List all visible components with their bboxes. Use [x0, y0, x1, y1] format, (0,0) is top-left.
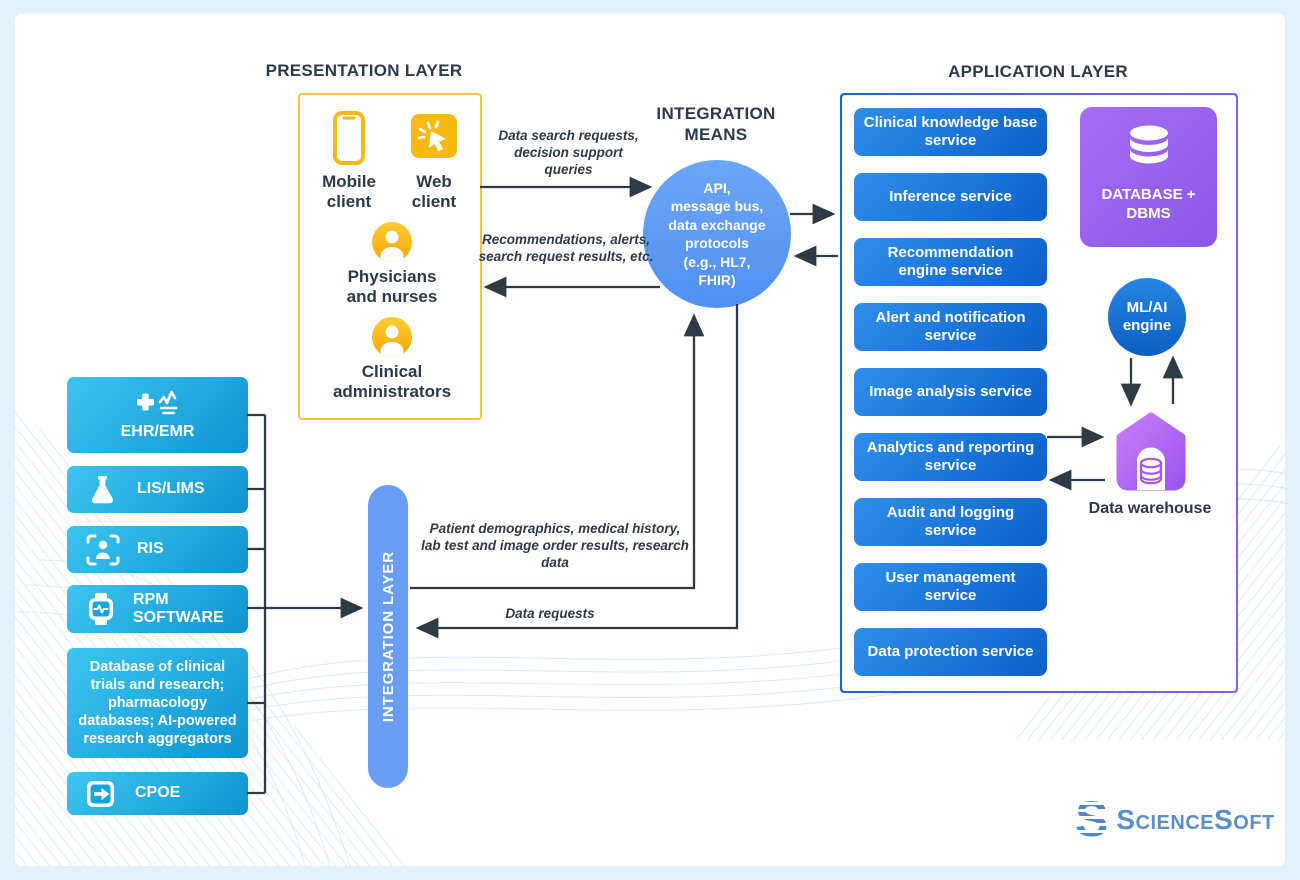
application-layer-title: APPLICATION LAYER [948, 62, 1128, 81]
source-cpoe-label: CPOE [135, 784, 181, 802]
integration-means-title: INTEGRATION MEANS [656, 104, 776, 145]
source-ris-label: RIS [137, 540, 164, 558]
source-rpm-software: RPM SOFTWARE [67, 585, 248, 633]
sciencesoft-logo-text: ScienceSoft [1116, 803, 1275, 835]
sciencesoft-logo-icon: S [1075, 791, 1109, 847]
database-icon [1129, 125, 1168, 164]
body-scan-icon [86, 534, 120, 565]
data-warehouse-label: Data warehouse [1088, 500, 1212, 517]
ml-ai-engine-node: ML/AI engine [1108, 278, 1186, 356]
integration-layer-label: INTEGRATION LAYER [379, 550, 397, 723]
service-data-protection: Data protection service [854, 628, 1047, 676]
mobile-client-icon [333, 111, 365, 165]
source-cpoe: CPOE [67, 772, 248, 815]
bubble-line: API, [703, 180, 731, 196]
medical-records-icon [136, 390, 177, 415]
data-warehouse-icon [1116, 412, 1186, 491]
source-ris: RIS [67, 526, 248, 573]
clinical-administrators-icon [372, 317, 412, 357]
ml-ai-engine-label: ML/AI engine [1122, 299, 1172, 334]
clinical-administrators-label: Clinical administrators [332, 362, 452, 402]
flow-label-data-search: Data search requests, decision support q… [498, 128, 639, 178]
smartwatch-icon [89, 593, 113, 625]
order-entry-icon [87, 780, 114, 807]
source-clinical-trials-databases: Database of clinical trials and research… [67, 648, 248, 758]
service-recommendation-engine: Recommendation engine service [854, 238, 1047, 286]
web-client-label: Web client [411, 172, 457, 212]
service-inference: Inference service [854, 173, 1047, 221]
physicians-label: Physicians and nurses [346, 267, 438, 307]
physicians-icon [372, 222, 412, 262]
application-layer-box: Clinical knowledge base service Inferenc… [840, 93, 1238, 693]
source-ehr-emr-label: EHR/EMR [120, 423, 195, 441]
flow-label-recommendations: Recommendations, alerts, search request … [478, 232, 654, 265]
service-audit-logging: Audit and logging service [854, 498, 1047, 546]
bubble-line: message bus, [670, 198, 764, 215]
presentation-layer-title: PRESENTATION LAYER [265, 61, 463, 80]
web-client-icon [411, 114, 457, 158]
sciencesoft-logo: S ScienceSoft [1075, 791, 1275, 847]
bubble-line: (e.g., HL7, [683, 253, 751, 270]
service-clinical-knowledge-base: Clinical knowledge base service [854, 108, 1047, 156]
bubble-line: data exchange [668, 216, 766, 233]
bubble-line: FHIR) [698, 272, 736, 289]
database-dbms-box: DATABASE + DBMS [1080, 107, 1217, 247]
integration-layer-bar: INTEGRATION LAYER [368, 485, 408, 788]
lab-flask-icon [91, 475, 114, 503]
bubble-line: protocols [685, 235, 749, 252]
integration-means-bubble: API, message bus, data exchange protocol… [643, 160, 791, 308]
flow-label-data-requests: Data requests [505, 606, 595, 621]
service-alert-notification: Alert and notification service [854, 303, 1047, 351]
flow-label-patient-data: Patient demographics, medical history, l… [421, 521, 689, 571]
service-image-analysis: Image analysis service [854, 368, 1047, 416]
database-dbms-label: DATABASE + DBMS [1101, 186, 1196, 222]
source-lis-lims: LIS/LIMS [67, 466, 248, 513]
source-ehr-emr: EHR/EMR [67, 377, 248, 453]
source-clinical-trials-label: Database of clinical trials and research… [78, 658, 237, 748]
service-user-management: User management service [854, 563, 1047, 611]
service-analytics-reporting: Analytics and reporting service [854, 433, 1047, 481]
source-rpm-software-label: RPM SOFTWARE [133, 590, 224, 626]
source-lis-lims-label: LIS/LIMS [137, 480, 205, 498]
mobile-client-label: Mobile client [322, 172, 376, 212]
